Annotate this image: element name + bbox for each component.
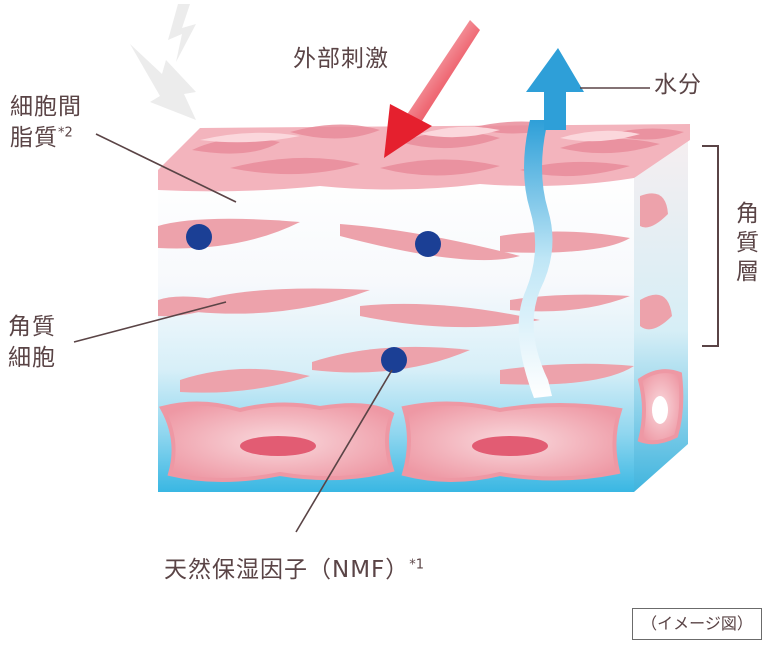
lightning-icon [130, 4, 196, 120]
nucleus [415, 231, 441, 257]
stratum-corneum-char: 層 [736, 258, 760, 285]
stratum-corneum-bracket [702, 145, 719, 347]
nucleus [186, 224, 212, 250]
corneocyte-line2: 細胞 [8, 345, 56, 372]
intercellular-lipid-line1: 細胞間 [10, 94, 82, 120]
base-cells [158, 369, 684, 482]
nmf-label: 天然保湿因子（NMF）*1 [164, 555, 424, 586]
intercellular-lipid-line2: 脂質*2 [10, 123, 82, 154]
stimulus-arrow-icon [384, 104, 432, 158]
nmf-note: *1 [409, 557, 425, 573]
nmf-text: 天然保湿因子（NMF） [164, 557, 410, 583]
corneocyte-line1: 角質 [8, 314, 56, 340]
moisture-label: 水分 [654, 72, 702, 98]
intercellular-lipid-text: 脂質 [10, 125, 58, 152]
top-surface-highlights [200, 126, 640, 143]
leader-nmf [295, 369, 393, 533]
stratum-corneum-label: 角 質 層 [736, 200, 760, 286]
leader-corneocyte [73, 301, 227, 343]
water-arrow-icon [526, 48, 584, 130]
leader-lines [73, 87, 650, 533]
corneocyte-label: 角質 細胞 [8, 312, 56, 374]
stratum-corneum-char: 角 [736, 201, 760, 227]
leader-intercellular-lipid [95, 133, 237, 203]
nuclei [186, 224, 441, 373]
stratum-corneum-char: 質 [736, 229, 760, 256]
water-path [518, 120, 553, 398]
stimulus-arrow-shaft [406, 20, 480, 124]
external-stimulus-label: 外部刺激 [293, 46, 389, 72]
nucleus [381, 347, 407, 373]
intercellular-lipid-label: 細胞間 脂質*2 [10, 92, 82, 154]
image-caption: （イメージ図） [632, 608, 762, 640]
intercellular-lipid-note: *2 [58, 125, 73, 141]
